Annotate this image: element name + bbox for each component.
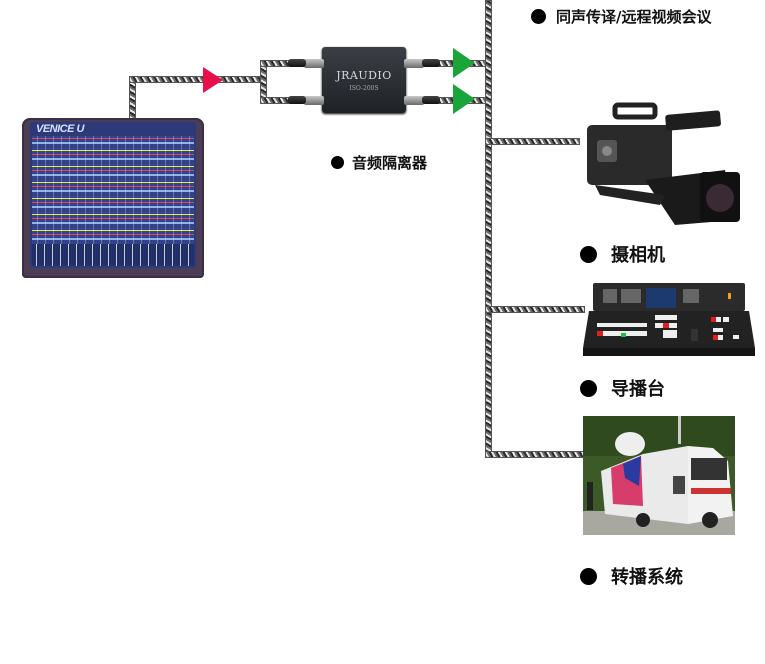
destination-caption-switcher: 导播台: [580, 375, 665, 401]
isolator-caption: 音频隔离器: [331, 152, 427, 173]
cable-mixer-to-isolator: [129, 76, 265, 83]
bullet-icon: [580, 245, 597, 263]
destination-caption-text: 导播台: [611, 379, 665, 400]
output-arrow-bottom: [453, 84, 475, 114]
cable-to-camera: [485, 138, 580, 145]
bullet-icon: [580, 379, 597, 397]
audio-isolator-image: JRAUDIO ISO-200S: [322, 47, 406, 113]
mixer-brand-label: VENICE U: [36, 123, 84, 135]
isolator-caption-text: 音频隔离器: [352, 154, 428, 172]
camera-image: [587, 102, 740, 225]
bullet-icon: [331, 156, 344, 169]
input-arrow: [203, 67, 223, 93]
isolator-brand-label: JRAUDIO: [336, 69, 392, 82]
switcher-image: [583, 283, 755, 356]
cable-mixer-up: [129, 76, 136, 120]
broadcast-truck-image: [583, 416, 735, 535]
xlr-plug-in-top: [288, 59, 306, 67]
xlr-connector-in-bottom: [304, 96, 324, 105]
cable-bus-vertical: [485, 0, 492, 458]
cable-to-broadcast: [485, 451, 585, 458]
destination-caption-text: 同声传译/远程视频会议: [556, 8, 712, 26]
isolator-model-label: ISO-200S: [349, 85, 379, 92]
destination-caption-camera: 摄相机: [580, 241, 665, 267]
mixer-faders: [32, 244, 194, 266]
cable-out-top: [405, 60, 490, 67]
destination-caption-text: 摄相机: [611, 245, 665, 266]
mixing-console-image: VENICE U: [22, 118, 204, 278]
cable-out-bottom: [405, 97, 490, 104]
bullet-icon: [531, 9, 546, 24]
destination-caption-broadcast: 转播系统: [580, 563, 683, 589]
xlr-connector-out-bottom: [404, 96, 424, 105]
cable-to-switcher: [485, 306, 585, 313]
xlr-plug-out-bottom: [422, 96, 440, 104]
xlr-plug-in-bottom: [288, 96, 306, 104]
cable-split-vertical: [260, 60, 267, 104]
destination-caption-interpretation: 同声传译/远程视频会议: [531, 6, 711, 27]
mixer-channel-strips: [32, 136, 194, 246]
mixer-panel: VENICE U: [30, 122, 196, 268]
xlr-connector-out-top: [404, 59, 424, 68]
destination-caption-text: 转播系统: [611, 567, 683, 588]
bullet-icon: [580, 567, 597, 585]
xlr-plug-out-top: [422, 59, 440, 67]
output-arrow-top: [453, 48, 475, 78]
xlr-connector-in-top: [304, 59, 324, 68]
